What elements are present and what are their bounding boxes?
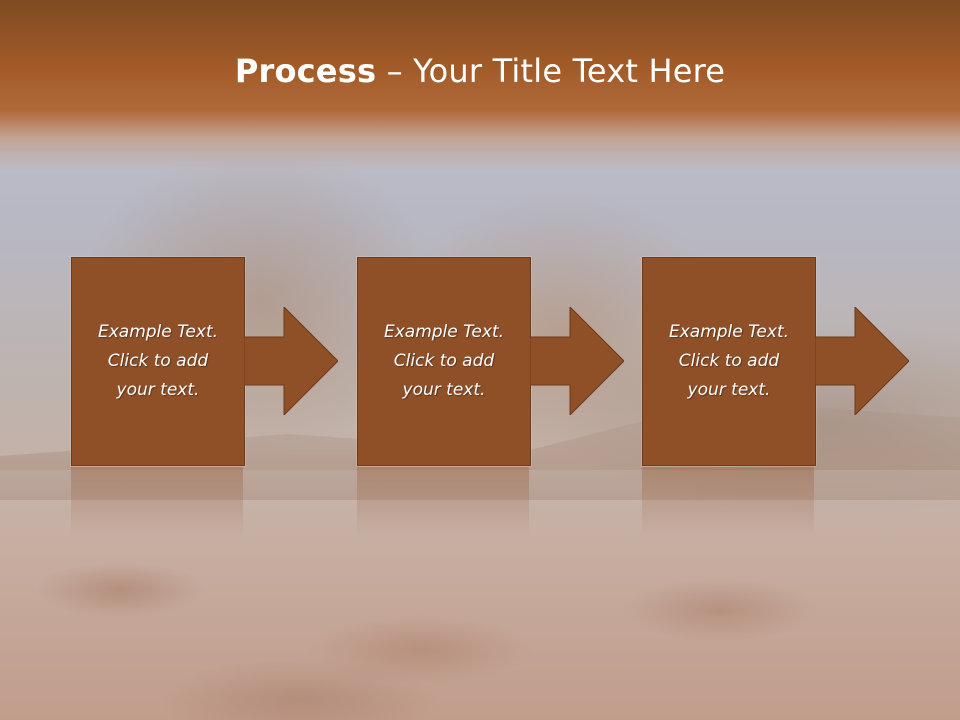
- step-3-text: Example Text. Click to add your text.: [668, 322, 790, 400]
- step-box-1[interactable]: Example Text. Click to add your text.: [71, 257, 245, 466]
- step-2-text: Example Text. Click to add your text.: [383, 322, 505, 400]
- step-box-3[interactable]: Example Text. Click to add your text.: [642, 257, 816, 466]
- step-1-arrow-icon: [244, 307, 338, 415]
- step-2-arrow-icon: [530, 307, 624, 415]
- title-text-part: Your Title Text Here: [413, 52, 726, 90]
- background-ground: [0, 470, 960, 720]
- title-bold-part: Process: [234, 52, 377, 90]
- title-banner: [0, 0, 960, 170]
- title-separator: –: [376, 52, 414, 90]
- slide-title[interactable]: Process – Your Title Text Here: [0, 52, 960, 90]
- step-box-2[interactable]: Example Text. Click to add your text.: [357, 257, 531, 466]
- step-1-text: Example Text. Click to add your text.: [97, 322, 219, 400]
- step-3-reflection: [642, 467, 814, 537]
- step-3-arrow-icon: [815, 307, 909, 415]
- step-2-reflection: [357, 467, 529, 537]
- step-1-reflection: [71, 467, 243, 537]
